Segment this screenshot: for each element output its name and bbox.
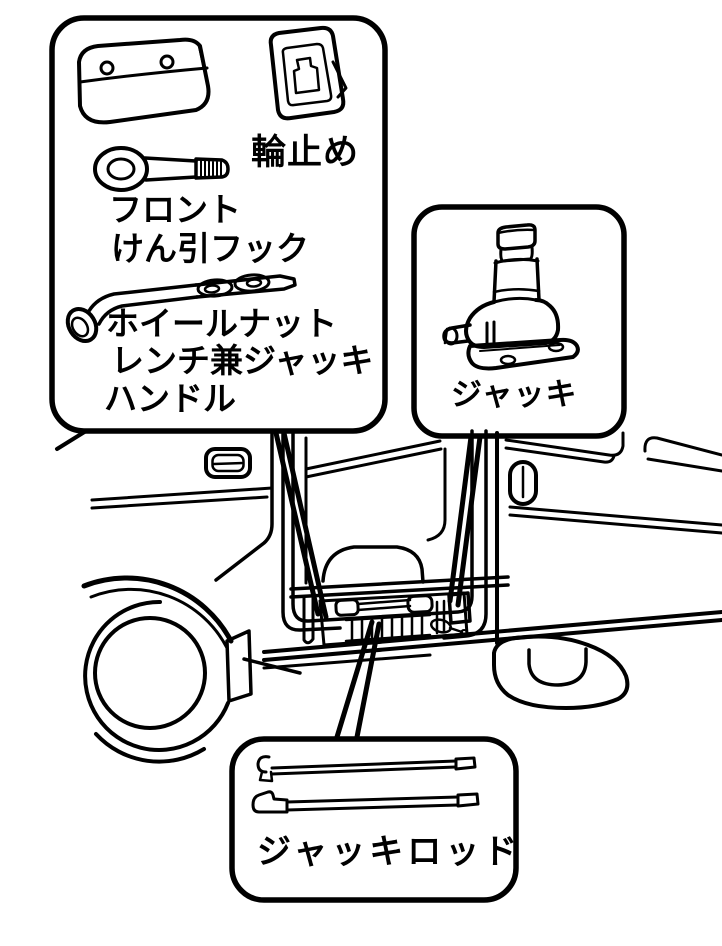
vehicle-illustration — [55, 429, 722, 764]
jack-label: ジャッキ — [451, 377, 578, 413]
tools-callout-box — [49, 15, 388, 434]
jack-rod-icons — [251, 755, 480, 814]
rod-callout-box — [229, 736, 519, 903]
front-wheel-icon — [81, 575, 234, 764]
wrench-label-line1: ホイールナット — [106, 304, 337, 343]
tow-hook-icon — [93, 146, 230, 192]
jack-rod-label: ジャッキロッド — [257, 832, 522, 872]
bottle-jack-icon — [442, 223, 580, 371]
wheel-chock-label: 輪止め — [251, 133, 360, 173]
leader-lines — [273, 430, 483, 740]
jack-callout-box — [411, 204, 627, 439]
wheel-chock-icon — [268, 25, 348, 121]
mud-flap-icon — [225, 629, 253, 703]
lug-wrench-icon — [65, 273, 297, 343]
sliding-door-handle-icon — [508, 460, 538, 506]
tool-pouch-icon — [77, 37, 211, 125]
tow-hook-label-line1: フロント — [109, 190, 241, 229]
seat-cushion-icon — [321, 545, 425, 584]
wrench-label-line3: ハンドル — [104, 379, 236, 418]
tow-hook-label-line2: けん引フック — [111, 229, 309, 268]
front-door-handle-icon — [204, 447, 252, 479]
rear-wheel-icon — [492, 634, 630, 710]
wrench-label-line2: レンチ兼ジャッキ — [111, 341, 374, 380]
